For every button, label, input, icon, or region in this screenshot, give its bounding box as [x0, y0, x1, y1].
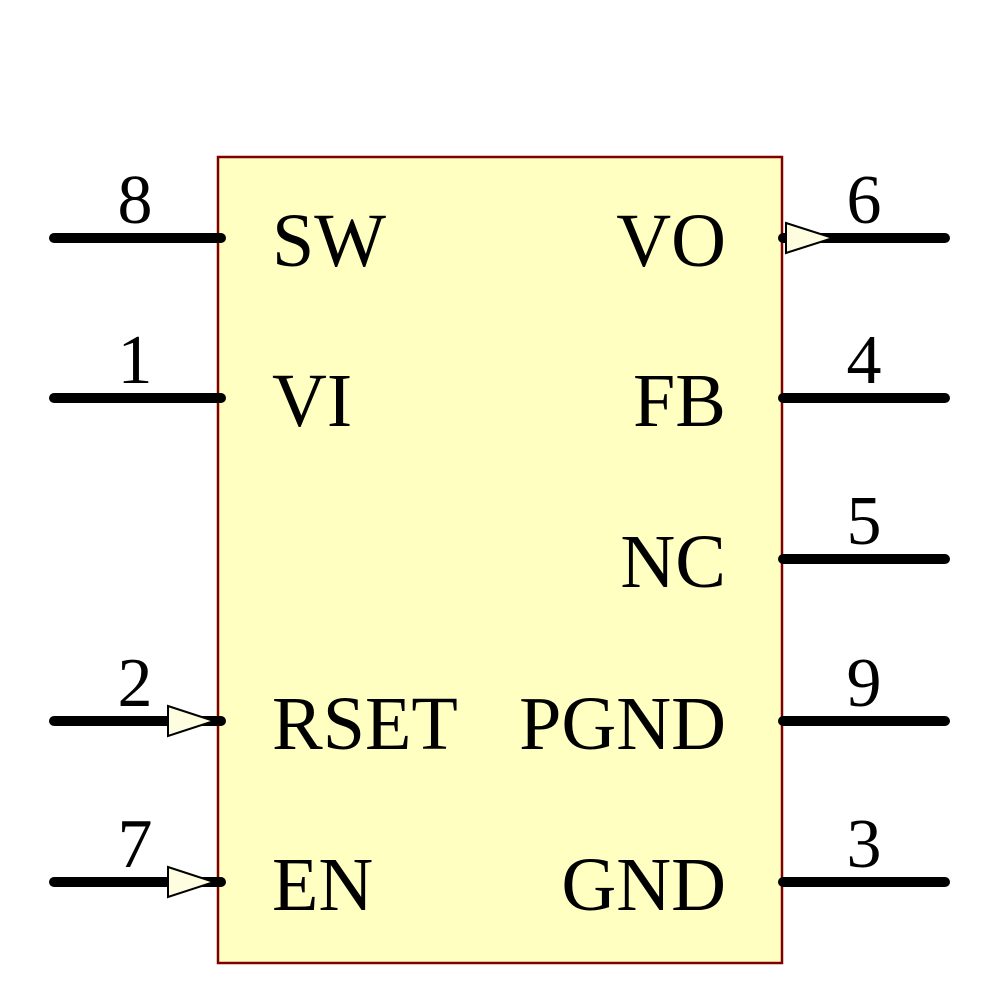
- pin-pgnd: 9 PGND: [519, 645, 950, 766]
- pin-en: 7 EN: [49, 806, 373, 927]
- pin-fb-number: 4: [847, 322, 882, 399]
- pin-vo-output-arrow-icon: [785, 221, 837, 255]
- pin-rset: 2 RSET: [49, 645, 458, 766]
- pin-vi-number: 1: [118, 322, 153, 399]
- pin-pgnd-number: 9: [847, 645, 882, 722]
- pin-gnd-number: 3: [847, 806, 882, 883]
- pin-vo-label: VO: [616, 199, 726, 283]
- pin-vi: 1 VI: [49, 322, 352, 443]
- pin-rset-input-arrow-icon: [167, 704, 218, 738]
- pin-gnd-label: GND: [561, 843, 726, 927]
- pin-vo: 6 VO: [616, 162, 950, 283]
- pin-sw-number: 8: [118, 162, 153, 239]
- pin-fb: 4 FB: [633, 322, 950, 443]
- pin-nc-number: 5: [847, 483, 882, 560]
- pin-sw: 8 SW: [49, 162, 386, 283]
- pin-rset-number: 2: [118, 645, 153, 722]
- pin-pgnd-label: PGND: [519, 682, 726, 766]
- pin-vo-number: 6: [847, 162, 882, 239]
- pin-vi-label: VI: [272, 359, 352, 443]
- pin-nc-label: NC: [620, 520, 726, 604]
- pin-en-number: 7: [118, 806, 153, 883]
- pin-rset-label: RSET: [272, 682, 458, 766]
- pin-fb-label: FB: [633, 359, 726, 443]
- pin-gnd: 3 GND: [561, 806, 950, 927]
- pin-en-input-arrow-icon: [167, 865, 218, 899]
- pin-sw-label: SW: [272, 199, 386, 283]
- pin-nc: 5 NC: [620, 483, 950, 604]
- component-body: [216, 155, 784, 965]
- pin-en-label: EN: [272, 843, 373, 927]
